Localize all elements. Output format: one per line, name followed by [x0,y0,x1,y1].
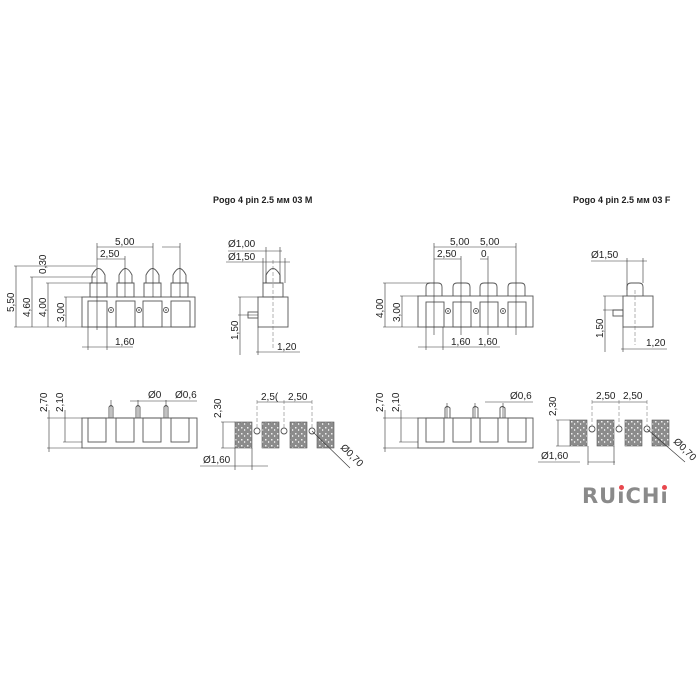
dim-2-50: 2,50 [437,249,457,260]
dim-1-60-b: 1,60 [478,337,498,348]
female-bottom-view: 2,70 2,10 Ø0,6 [375,391,534,452]
male-side-view: Ø1,00 Ø1,50 1,50 1,20 [226,239,300,355]
dim-5-00-b: 5,00 [480,237,500,248]
title-female: Pogo 4 pin 2.5 мм 03 F [573,195,671,205]
dim-2-30: 2,30 [213,398,224,418]
title-male: Pogo 4 pin 2.5 мм 03 M [213,195,312,205]
dim-2-70: 2,70 [39,392,50,412]
dim-1-50: 1,50 [230,320,241,340]
dim-5-50: 5,50 [6,292,17,312]
male-bottom-view: 2,70 2,10 Ø0 Ø0,6 [39,390,198,452]
dim-dia-1-50: Ø1,50 [591,250,619,261]
dim-dia-1-50: Ø1,50 [228,252,256,263]
ruichi-logo: RUıCHı [582,484,669,508]
dim-3-00: 3,00 [56,302,67,322]
dim-5-00: 5,00 [115,237,135,248]
dim-dia-0: Ø0 [148,390,162,401]
female-side-view: Ø1,50 1,50 1,20 [591,250,667,352]
dim-2-50-a: 2,5( [261,392,279,403]
dim-dia-0-6: Ø0,6 [510,391,532,402]
dim-4-00: 4,00 [375,298,386,318]
dim-2-10: 2,10 [391,392,402,412]
dim-1-60: 1,60 [115,337,135,348]
dim-0: 0 [481,249,487,260]
dim-dia-0-70: Ø0,70 [671,436,698,463]
dim-2-30: 2,30 [548,396,559,416]
female-footprint: 2,30 2,50 2,50 Ø1,60 Ø0,70 [538,391,698,465]
dim-2-50-b: 2,50 [623,391,643,402]
female-front-view: 5,00 5,00 2,50 0 1,60 1,60 4,00 3,00 [375,237,534,350]
dim-2-10: 2,10 [55,392,66,412]
dim-4-00: 4,00 [38,297,49,317]
dim-3-00: 3,00 [392,302,403,322]
male-front-view: 5,00 2,50 1,60 5,50 4,60 4,00 3,00 0,30 [6,237,196,350]
dim-2-70: 2,70 [375,392,386,412]
dim-0-30: 0,30 [38,254,49,274]
dim-dia-1-60: Ø1,60 [203,455,231,466]
dim-2-50-b: 2,50 [288,392,308,403]
dim-2-50-a: 2,50 [596,391,616,402]
dim-1-20: 1,20 [646,338,666,349]
dim-dia-0-70: Ø0,70 [338,442,365,469]
dim-dia-1-00: Ø1,00 [228,239,256,250]
dim-2-50: 2,50 [100,249,120,260]
dim-1-20: 1,20 [277,342,297,353]
male-footprint: 2,30 2,5( 2,50 Ø1,60 Ø0,70 [200,392,365,470]
dim-4-60: 4,60 [22,297,33,317]
dim-1-60-a: 1,60 [451,337,471,348]
dim-dia-1-60: Ø1,60 [541,451,569,462]
dim-1-50: 1,50 [595,318,606,338]
dim-5-00-a: 5,00 [450,237,470,248]
dim-dia-0-6: Ø0,6 [175,390,197,401]
